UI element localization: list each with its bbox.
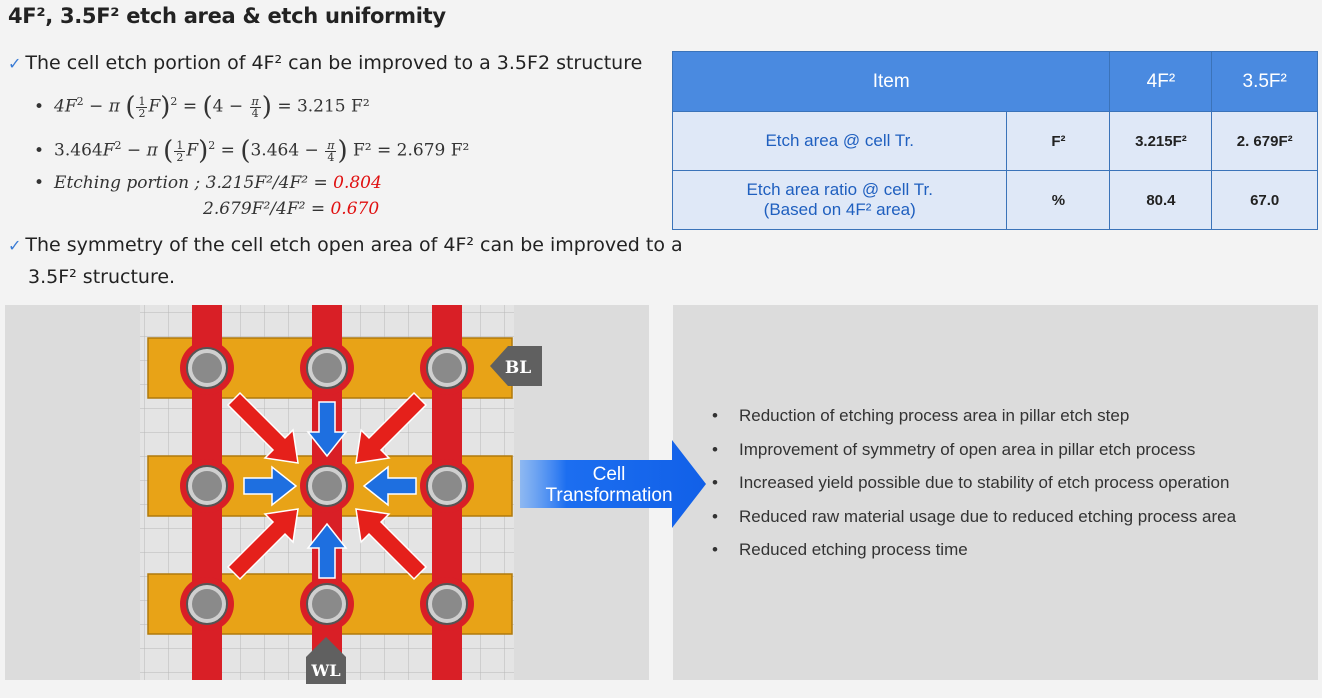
blue-arrow-icon	[306, 522, 348, 579]
pillar	[180, 577, 234, 631]
pillar	[300, 577, 354, 631]
transformation-label-line1: Cell	[592, 464, 626, 485]
header-4f2: 4F²	[1109, 51, 1213, 112]
formula-2-result: F² = 2.679 F²	[353, 140, 470, 161]
list-item: Reduced raw material usage due to reduce…	[712, 504, 1236, 538]
red-arrow-icon	[226, 508, 299, 581]
check-item-2-line2: 3.5F² structure.	[28, 266, 176, 288]
wl-label: WL	[310, 661, 340, 680]
blue-arrow-icon	[243, 465, 298, 507]
checkmark-icon: ✓	[8, 236, 22, 255]
checkmark-icon: ✓	[8, 54, 22, 73]
list-item: Improvement of symmetry of open area in …	[712, 437, 1236, 471]
etching-line-2: 2.679F²/4F² =	[203, 199, 331, 219]
list-item: Increased yield possible due to stabilit…	[712, 470, 1236, 504]
cell-unit: %	[1006, 170, 1111, 230]
check-item-2-line1: The symmetry of the cell etch open area …	[25, 234, 683, 256]
cell-4f2: 3.215F²	[1109, 111, 1213, 171]
bl-label: BL	[505, 358, 531, 378]
check-item-2: ✓The symmetry of the cell etch open area…	[8, 234, 683, 256]
etching-label: Etching portion ; 3.215F²/4F² =	[54, 173, 334, 193]
red-arrow-icon	[355, 391, 428, 464]
check-item-1: ✓The cell etch portion of 4F² can be imp…	[8, 52, 642, 74]
wl-arrow-icon	[306, 637, 346, 684]
pillar-center	[300, 459, 354, 513]
cell-item: Etch area @ cell Tr.	[671, 111, 1008, 171]
red-arrows	[226, 391, 428, 581]
table-row: Etch area @ cell Tr. F² 3.215F² 2. 679F²	[671, 111, 1318, 171]
blue-arrow-icon	[306, 401, 348, 458]
etching-value-1: 0.804	[333, 173, 382, 193]
cell-4f2: 80.4	[1109, 170, 1213, 230]
benefits-list: Reduction of etching process area in pil…	[712, 403, 1236, 571]
check-item-1-text: The cell etch portion of 4F² can be impr…	[25, 52, 643, 74]
pillar	[180, 341, 234, 395]
cell-item: Etch area ratio @ cell Tr. (Based on 4F²…	[671, 170, 1008, 230]
transformation-label-line2: Transformation	[545, 485, 673, 506]
blue-arrows	[243, 401, 417, 579]
pillar	[420, 577, 474, 631]
table-row: Etch area ratio @ cell Tr. (Based on 4F²…	[671, 170, 1318, 230]
red-arrow-icon	[226, 391, 299, 464]
transformation-arrow-icon	[520, 440, 706, 528]
pillars	[180, 341, 474, 631]
cell-unit: F²	[1006, 111, 1111, 171]
cell-item-line2: (Based on 4F² area)	[763, 200, 916, 219]
pillar	[300, 341, 354, 395]
table-header-row: Item 4F² 3.5F²	[671, 51, 1318, 112]
blue-arrow-icon	[362, 465, 417, 507]
list-item: Reduction of etching process area in pil…	[712, 403, 1236, 437]
etching-value-2: 0.670	[330, 199, 380, 219]
pillar	[420, 459, 474, 513]
cell-item-line1: Etch area ratio @ cell Tr.	[746, 180, 933, 199]
page-title: 4F², 3.5F² etch area & etch uniformity	[8, 4, 446, 28]
header-item: Item	[671, 51, 1111, 112]
cell-3-5f2: 67.0	[1211, 170, 1318, 230]
pillar	[180, 459, 234, 513]
header-3-5f2: 3.5F²	[1211, 51, 1318, 112]
bl-arrow-icon	[490, 346, 542, 386]
formula-1-result: = 3.215 F²	[277, 96, 370, 117]
comparison-table: Item 4F² 3.5F² Etch area @ cell Tr. F² 3…	[671, 51, 1318, 230]
transformation-label: Cell Transformation	[532, 464, 686, 506]
red-arrow-icon	[355, 508, 428, 581]
list-item: Reduced etching process time	[712, 537, 1236, 571]
formula-3: •Etching portion ; 3.215F²/4F² = 0.804	[34, 173, 382, 193]
formula-4: 2.679F²/4F² = 0.670	[203, 199, 379, 219]
pillar	[420, 341, 474, 395]
